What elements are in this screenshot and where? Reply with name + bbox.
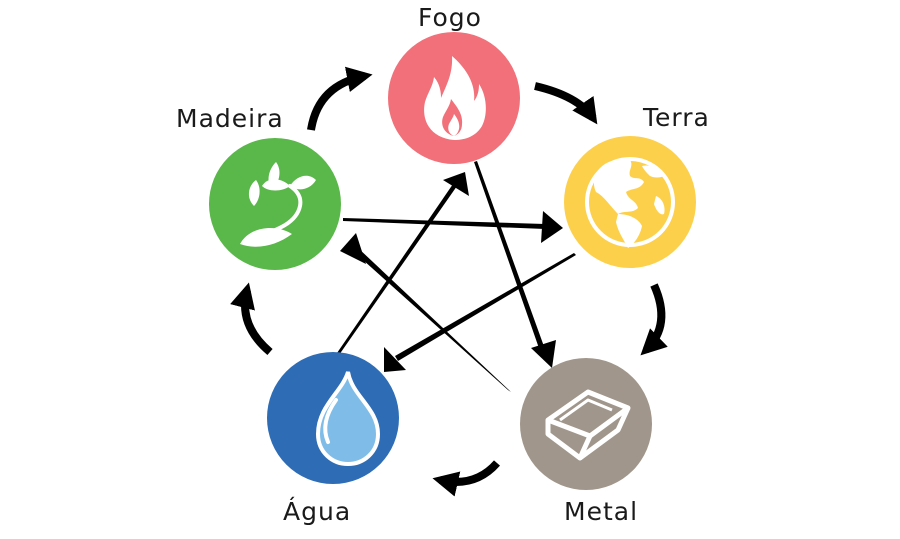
node-fogo [388, 32, 520, 164]
globe-icon [585, 157, 675, 248]
metal-bar-icon [545, 389, 631, 461]
label-madeira: Madeira [176, 104, 284, 133]
arrow-metal-to-agua [432, 460, 501, 497]
arrow-fogo-to-terra [534, 82, 598, 125]
label-metal: Metal [564, 497, 639, 526]
arrow-agua-to-madeira [230, 282, 273, 356]
arrowhead-metal [531, 340, 556, 368]
arrow-terra-to-agua [395, 253, 576, 361]
arrow-madeira-to-fogo [307, 66, 373, 131]
arrow-terra-to-metal [640, 283, 668, 356]
node-madeira [209, 138, 341, 270]
arrow-fogo-to-metal [474, 161, 546, 354]
label-terra: Terra [643, 103, 710, 132]
arrowhead-madeira [340, 233, 366, 264]
arrowhead-terra [541, 211, 563, 243]
flame-icon [424, 56, 486, 140]
metal-circle [520, 358, 652, 490]
node-metal [520, 358, 652, 490]
arrow-metal-to-madeira [353, 247, 511, 392]
generating-arrows [230, 66, 668, 497]
label-fogo: Fogo [418, 3, 482, 32]
controlling-arrows [337, 161, 576, 392]
arrow-madeira-to-terra [343, 218, 545, 229]
water-drop-icon [315, 371, 381, 467]
arrowhead-fogo [443, 172, 469, 196]
sprout-icon [240, 162, 316, 247]
arrow-agua-to-fogo [337, 184, 457, 355]
node-agua [267, 352, 399, 484]
node-terra [564, 136, 696, 268]
arrowhead-agua [384, 347, 406, 372]
label-agua: Água [283, 497, 352, 526]
madeira-circle [209, 138, 341, 270]
